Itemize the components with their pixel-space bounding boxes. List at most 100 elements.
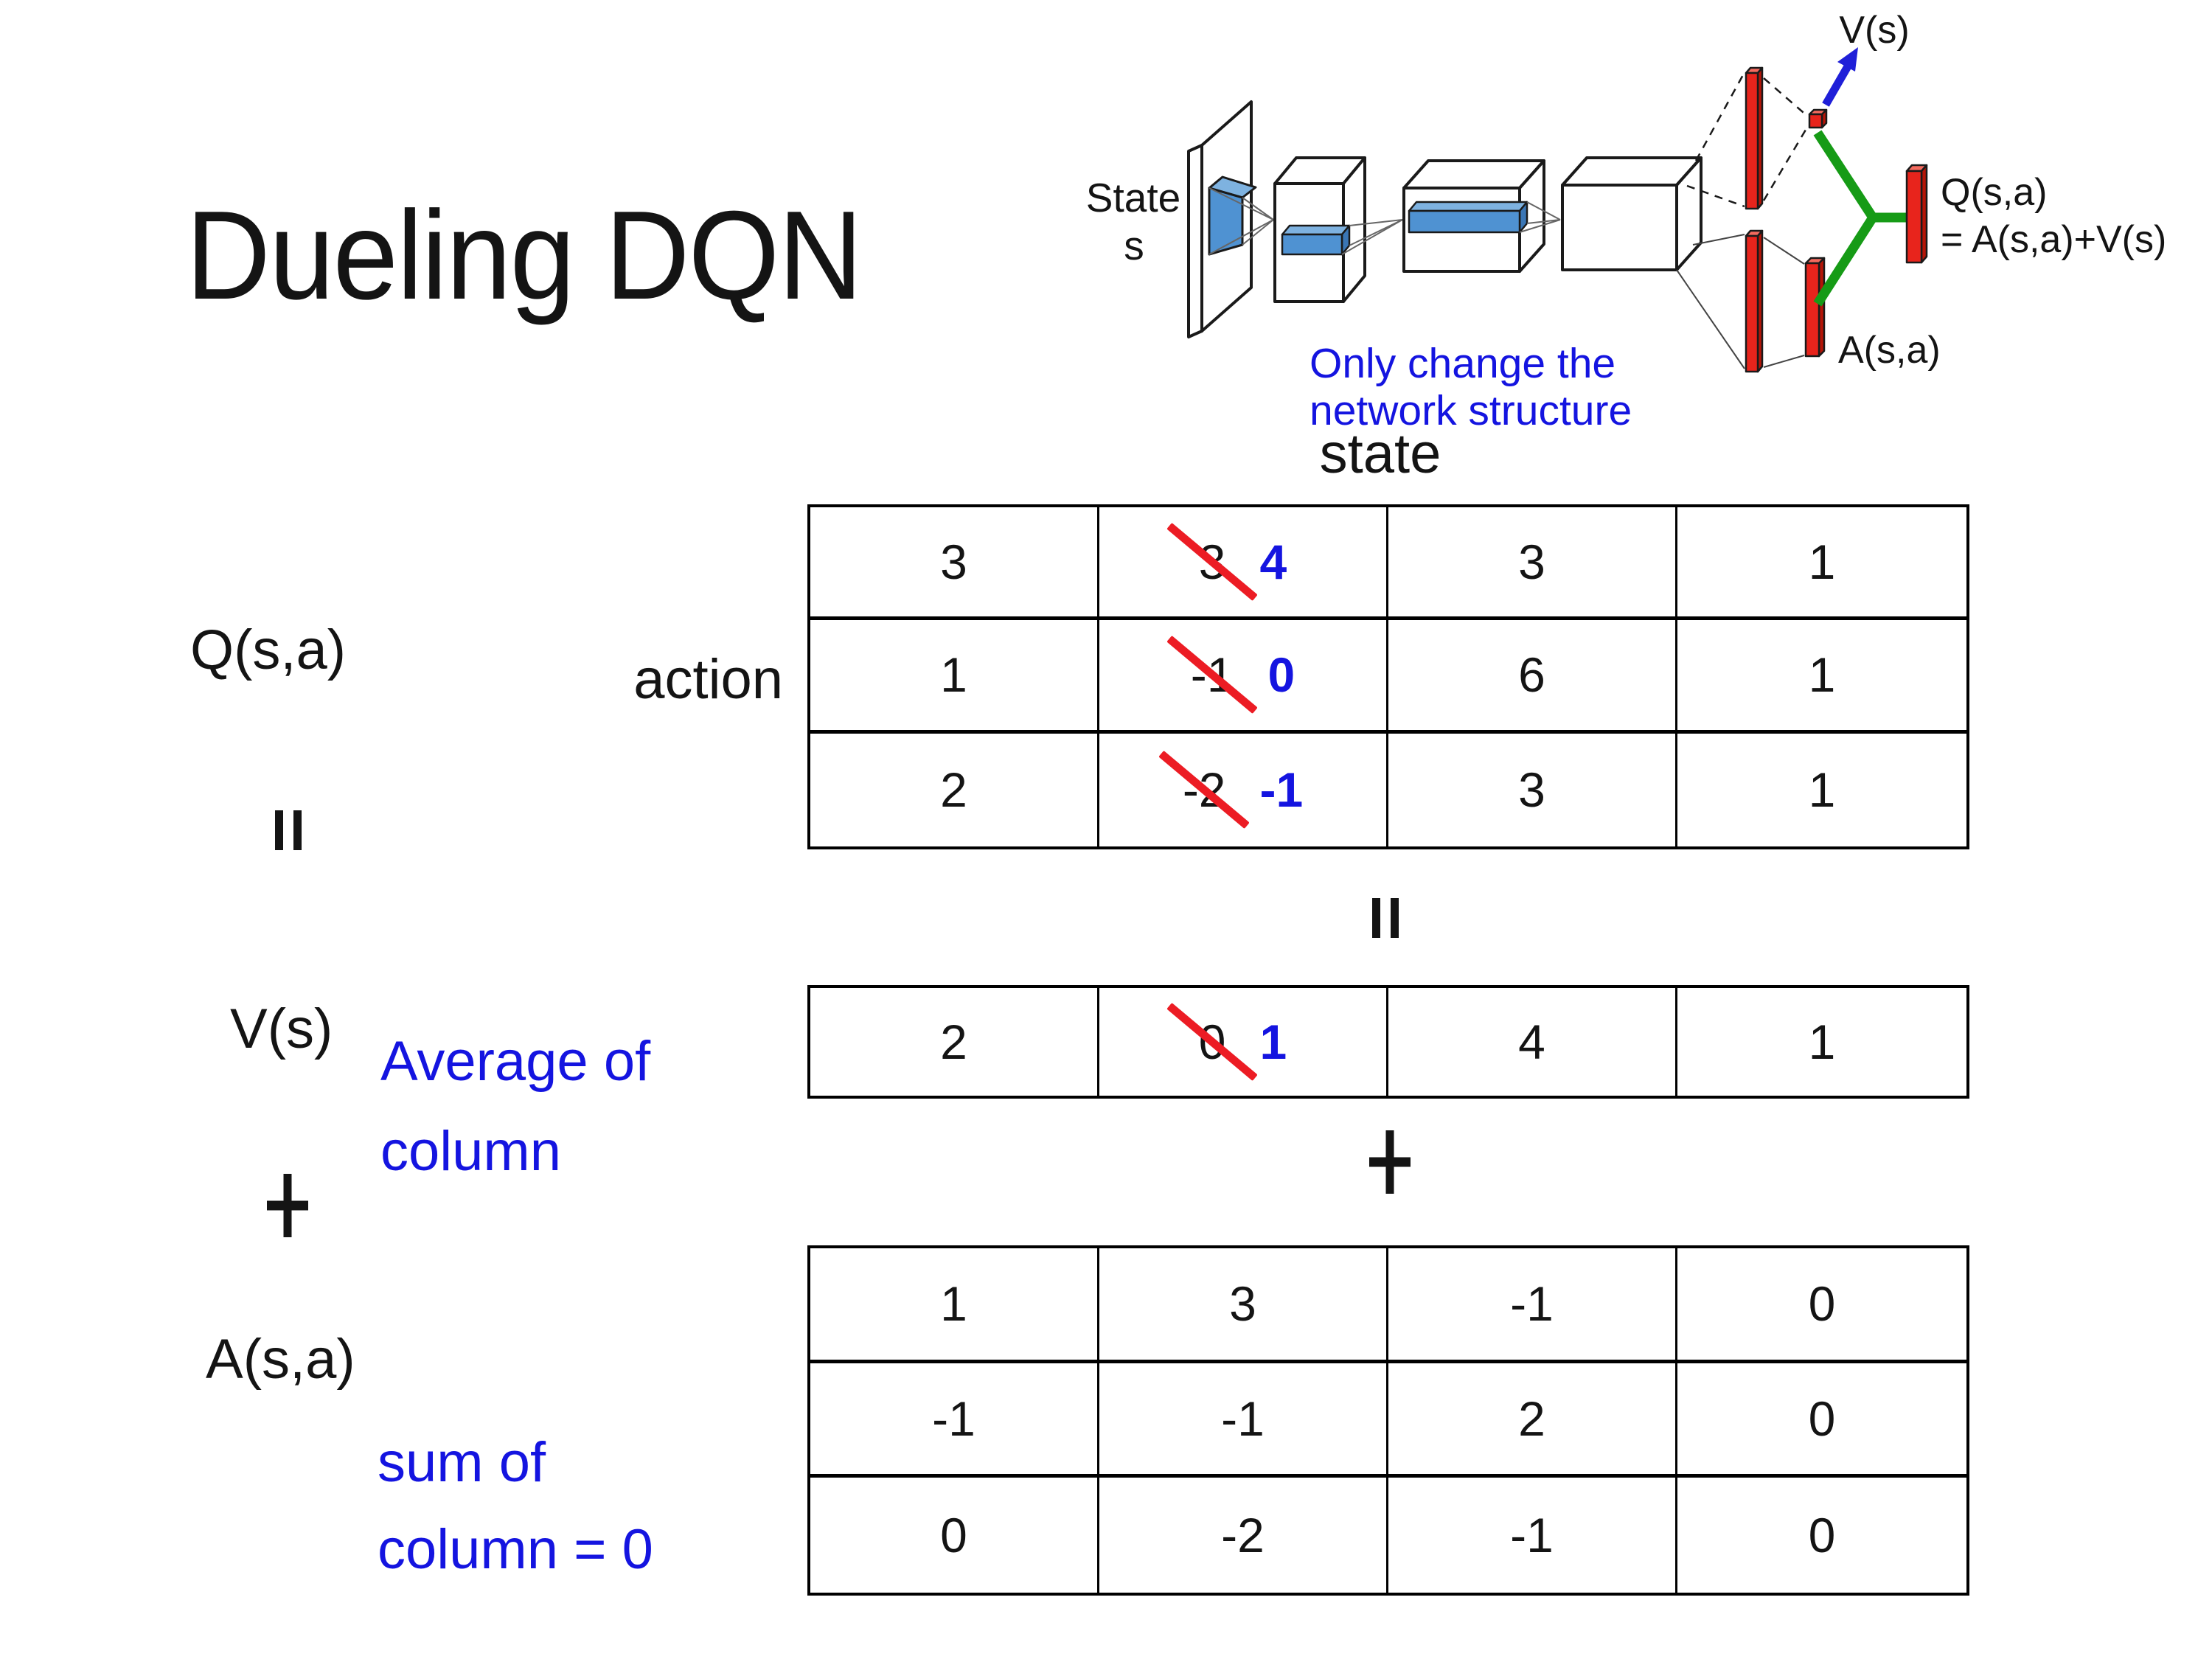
cell-value: 3	[1229, 1276, 1256, 1332]
diagram-state-label: State	[1086, 175, 1180, 220]
green-combiner	[1813, 130, 1908, 307]
a-table-cell-r0c2: -1	[1388, 1248, 1677, 1363]
cell-value: 2	[1518, 1391, 1545, 1446]
a-table-cell-r0c0: 1	[810, 1248, 1099, 1363]
cell-value: -1	[1510, 1508, 1554, 1563]
diagram-caption-line1: Only change the	[1310, 340, 1615, 387]
crossed-out-value: -1	[1166, 636, 1258, 714]
diagram-q-output-label: Q(s,a)	[1941, 171, 2047, 214]
q-table-cell-r0c0: 3	[810, 507, 1099, 621]
slide-title: Dueling DQN	[186, 185, 863, 326]
value-node	[1808, 108, 1828, 129]
connection-lines-1	[1208, 187, 1274, 255]
diagram-state-s-label: s	[1124, 223, 1144, 268]
cell-value: -1	[1221, 1391, 1265, 1446]
a-table-cell-r2c1: -2	[1099, 1478, 1388, 1593]
cell-value: 1	[1808, 1015, 1836, 1069]
plus-operator-middle	[1369, 1130, 1411, 1194]
dueling-network-diagram: State s V(s) Q(s,a) = A(s,a)+V(s) A(s,a)…	[1086, 9, 2167, 434]
cell-value: 1	[1808, 762, 1836, 818]
a-table-cell-r0c1: 3	[1099, 1248, 1388, 1363]
red-strike-line	[1166, 523, 1258, 602]
cell-value: 6	[1518, 647, 1545, 703]
equals-operator-left	[275, 810, 302, 850]
a-table-cell-r1c1: -1	[1099, 1363, 1388, 1478]
action-axis-label: action	[633, 648, 783, 711]
cell-value: 3	[1518, 762, 1545, 818]
v-value-table: 20141	[807, 985, 1969, 1099]
plus-operator-left	[267, 1174, 308, 1237]
corrected-value: -1	[1259, 762, 1304, 818]
dashed-connections	[1686, 72, 1809, 208]
q-table-cell-r2c1: -2-1	[1099, 733, 1388, 846]
cell-value: 0	[1808, 1276, 1836, 1332]
crossed-out-value: 3	[1166, 523, 1258, 602]
q-table-cell-r2c0: 2	[810, 733, 1099, 846]
aggregate-q-bar	[1905, 164, 1928, 264]
cell-value: 1	[940, 647, 967, 703]
conv-kernel-patch	[1208, 175, 1257, 256]
v-matrix-label: V(s)	[230, 998, 333, 1060]
v-arrow-icon	[1822, 47, 1858, 107]
v-table-cell-r0c1: 01	[1099, 988, 1388, 1096]
diagram-v-output-label: V(s)	[1839, 9, 1909, 52]
a-table-cell-r1c0: -1	[810, 1363, 1099, 1478]
input-plane	[1187, 100, 1253, 338]
advantage-stream-bar	[1745, 229, 1764, 373]
red-strike-line	[1166, 1002, 1258, 1082]
cell-value: -1	[932, 1391, 975, 1446]
cell-value: 1	[1808, 647, 1836, 703]
cell-value: 0	[940, 1508, 967, 1563]
v-table-cell-r0c3: 1	[1677, 988, 1966, 1096]
cell-value: 0	[1808, 1391, 1836, 1446]
q-table-cell-r2c2: 3	[1388, 733, 1677, 846]
q-table-cell-r0c1: 34	[1099, 507, 1388, 621]
cell-value: 1	[1808, 535, 1836, 590]
a-table-cell-r1c3: 0	[1677, 1363, 1966, 1478]
connection-lines-3	[1519, 201, 1561, 233]
average-annotation-line1: Average of	[380, 1030, 651, 1093]
q-table-cell-r0c3: 1	[1677, 507, 1966, 621]
cell-value: 3	[940, 535, 967, 590]
corrected-value: 1	[1259, 1015, 1287, 1069]
red-strike-line	[1166, 636, 1258, 714]
corrected-value: 4	[1259, 535, 1287, 590]
sum-annotation-line1: sum of	[378, 1431, 546, 1494]
sum-annotation-line2: column = 0	[378, 1518, 653, 1581]
q-matrix-label: Q(s,a)	[190, 619, 347, 681]
equals-operator-middle	[1372, 898, 1399, 938]
cell-value: -1	[1510, 1276, 1554, 1332]
a-table-cell-r2c2: -1	[1388, 1478, 1677, 1593]
diagram-q-output-formula: = A(s,a)+V(s)	[1941, 218, 2166, 261]
red-strike-line	[1158, 751, 1250, 830]
state-axis-label: state	[1319, 422, 1441, 485]
diagram-a-output-label: A(s,a)	[1838, 329, 1941, 372]
a-table-cell-r2c0: 0	[810, 1478, 1099, 1593]
a-table-cell-r1c2: 2	[1388, 1363, 1677, 1478]
a-matrix-label: A(s,a)	[206, 1328, 355, 1391]
diagram-caption-line2: network structure	[1310, 387, 1632, 434]
crossed-out-value: 0	[1166, 1002, 1258, 1082]
cell-value: 2	[940, 762, 967, 818]
cell-value: 1	[940, 1276, 967, 1332]
cell-value: 2	[940, 1015, 967, 1069]
conv1-feature-bar	[1281, 224, 1351, 256]
v-table-cell-r0c2: 4	[1388, 988, 1677, 1096]
a-table-cell-r0c3: 0	[1677, 1248, 1966, 1363]
cell-value: 3	[1518, 535, 1545, 590]
connection-lines-2	[1341, 219, 1403, 255]
q-table-cell-r0c2: 3	[1388, 507, 1677, 621]
q-table-cell-r1c0: 1	[810, 620, 1099, 734]
cell-value: 0	[1808, 1508, 1836, 1563]
q-table-cell-r2c3: 1	[1677, 734, 1966, 846]
advantage-node	[1804, 257, 1826, 358]
average-annotation-line2: column	[380, 1120, 561, 1183]
solid-connections	[1676, 234, 1805, 369]
value-stream-bar	[1745, 66, 1764, 210]
conv3-box	[1561, 156, 1703, 271]
a-table-cell-r2c3: 0	[1677, 1478, 1966, 1593]
q-table-cell-r1c3: 1	[1677, 620, 1966, 734]
cell-value: -2	[1221, 1508, 1265, 1563]
